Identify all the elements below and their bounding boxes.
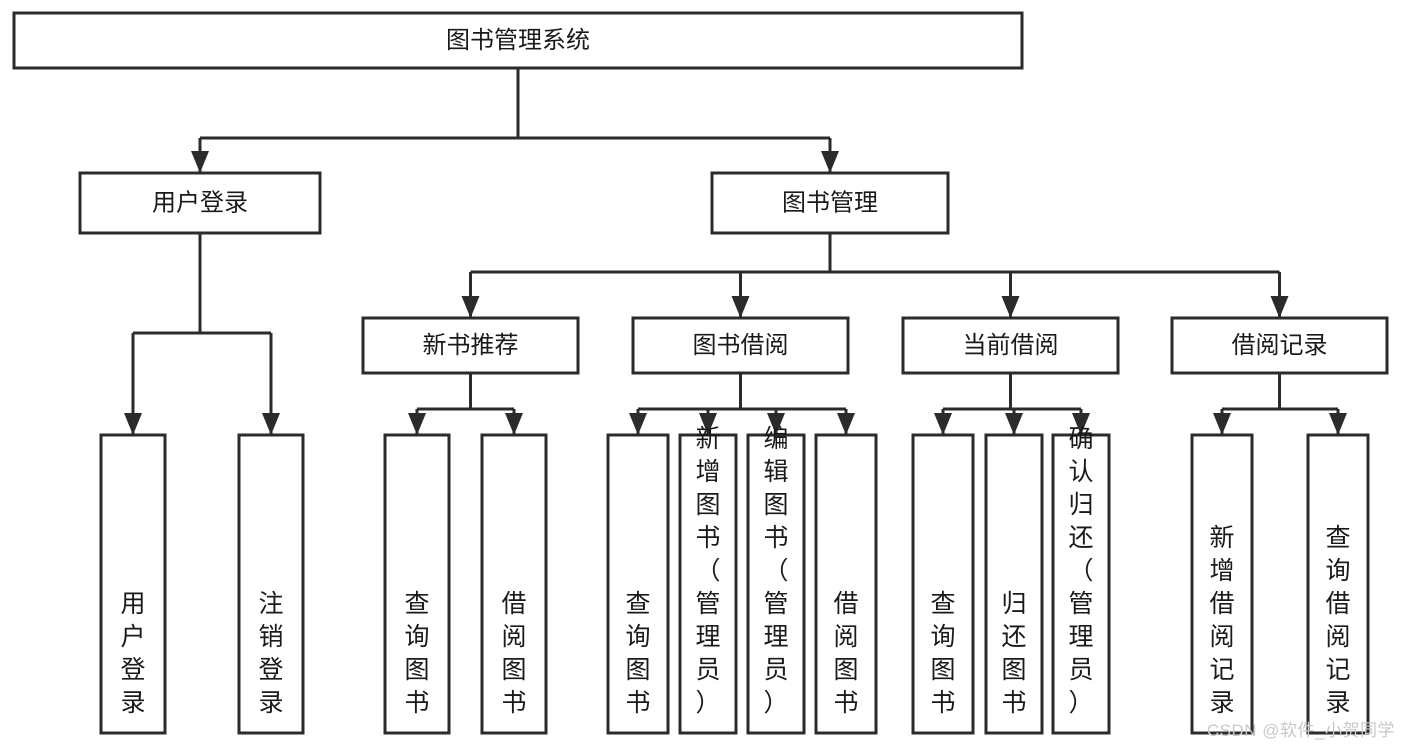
arrow-head-icon (699, 413, 717, 435)
node-label: 查询借阅记录 (1325, 524, 1350, 717)
node-label: 借阅记录 (1232, 332, 1328, 359)
node-label: 归还图书 (1001, 590, 1026, 717)
node-leaf-query-book-2[interactable]: 查询图书 (606, 433, 670, 735)
node-label: 查询图书 (404, 590, 429, 717)
arrow-head-icon (837, 413, 855, 435)
node-box[interactable] (361, 316, 580, 375)
node-new-book-rec[interactable]: 新书推荐 (361, 316, 580, 375)
node-label: 查询图书 (625, 590, 650, 717)
node-box[interactable] (1051, 433, 1111, 735)
node-box[interactable] (911, 433, 975, 735)
node-label: 确认归还（管理员） (1068, 425, 1093, 717)
arrow-head-icon (1213, 413, 1231, 435)
node-leaf-query-book-3[interactable]: 查询图书 (911, 433, 975, 735)
node-label: 图书管理系统 (446, 27, 590, 54)
arrow-head-icon (124, 413, 142, 435)
node-box[interactable] (1170, 316, 1389, 375)
node-box[interactable] (1306, 433, 1370, 735)
arrow-head-icon (1270, 296, 1289, 318)
node-box[interactable] (901, 316, 1120, 375)
node-label: 借阅图书 (501, 590, 526, 717)
arrow-head-icon (1001, 296, 1020, 318)
node-leaf-query-record[interactable]: 查询借阅记录 (1306, 433, 1370, 735)
node-leaf-borrow-book-1[interactable]: 借阅图书 (480, 433, 548, 735)
node-label: 图书管理 (782, 189, 878, 216)
node-box[interactable] (678, 433, 738, 735)
node-label: 用户登录 (152, 189, 248, 216)
node-box[interactable] (78, 171, 322, 235)
arrow-head-icon (262, 413, 280, 435)
node-label: 编辑图书（管理员） (763, 425, 788, 717)
node-box[interactable] (606, 433, 670, 735)
node-label: 当前借阅 (963, 332, 1059, 359)
nodes-layer: 图书管理系统用户登录图书管理新书推荐图书借阅当前借阅借阅记录用户登录注销登录查询… (12, 11, 1389, 735)
node-label: 新增图书（管理员） (695, 425, 720, 717)
arrow-head-icon (505, 413, 523, 435)
node-box[interactable] (814, 433, 878, 735)
node-box[interactable] (1190, 433, 1254, 735)
arrow-head-icon (629, 413, 647, 435)
node-box[interactable] (383, 433, 451, 735)
node-leaf-query-book-1[interactable]: 查询图书 (383, 433, 451, 735)
arrow-head-icon (1329, 413, 1347, 435)
node-book-manage[interactable]: 图书管理 (710, 171, 950, 235)
node-leaf-add-book[interactable]: 新增图书（管理员） (678, 425, 738, 735)
node-leaf-confirm-return[interactable]: 确认归还（管理员） (1051, 425, 1111, 735)
node-box[interactable] (237, 433, 305, 735)
node-label: 用户登录 (120, 590, 145, 717)
arrow-head-icon (191, 151, 209, 173)
node-label: 注销登录 (258, 590, 283, 717)
node-user-login[interactable]: 用户登录 (78, 171, 322, 235)
arrow-head-icon (1072, 413, 1090, 435)
node-label: 查询图书 (930, 590, 955, 717)
node-leaf-borrow-book-2[interactable]: 借阅图书 (814, 433, 878, 735)
watermark-text: CSDN @软件_小贺同学 (1206, 721, 1395, 740)
node-leaf-add-record[interactable]: 新增借阅记录 (1190, 433, 1254, 735)
node-box[interactable] (710, 171, 950, 235)
arrow-head-icon (408, 413, 426, 435)
node-box[interactable] (12, 11, 1024, 70)
node-box[interactable] (746, 433, 806, 735)
node-book-borrow[interactable]: 图书借阅 (631, 316, 850, 375)
node-leaf-edit-book[interactable]: 编辑图书（管理员） (746, 425, 806, 735)
node-box[interactable] (480, 433, 548, 735)
node-label: 新增借阅记录 (1209, 524, 1234, 717)
node-leaf-user-login[interactable]: 用户登录 (99, 433, 167, 735)
arrow-head-icon (1005, 413, 1023, 435)
node-label: 图书借阅 (693, 332, 789, 359)
node-current-borrow[interactable]: 当前借阅 (901, 316, 1120, 375)
node-label: 新书推荐 (423, 332, 519, 359)
edges-layer (124, 68, 1347, 435)
arrow-head-icon (461, 296, 480, 318)
node-box[interactable] (984, 433, 1044, 735)
arrow-head-icon (731, 296, 750, 318)
node-box[interactable] (99, 433, 167, 735)
node-borrow-record[interactable]: 借阅记录 (1170, 316, 1389, 375)
node-box[interactable] (631, 316, 850, 375)
node-label: 借阅图书 (833, 590, 858, 717)
arrow-head-icon (821, 151, 839, 173)
node-leaf-logout[interactable]: 注销登录 (237, 433, 305, 735)
node-leaf-return-book[interactable]: 归还图书 (984, 433, 1044, 735)
arrow-head-icon (767, 413, 785, 435)
node-root-图书管理系统[interactable]: 图书管理系统 (12, 11, 1024, 70)
arrow-head-icon (934, 413, 952, 435)
